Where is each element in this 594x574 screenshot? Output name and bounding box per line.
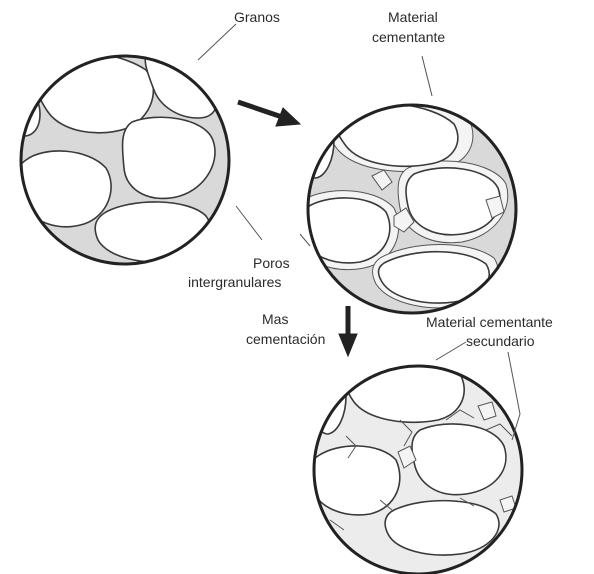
label-mas-cementacion: Mas cementación (246, 311, 325, 347)
leader-material-cementante (422, 56, 432, 96)
stage-3-grains-circle (309, 355, 522, 574)
label-granos: Granos (234, 9, 280, 25)
grain (299, 198, 390, 263)
grain (16, 151, 111, 227)
arrow-down (339, 306, 357, 356)
label-material-cementante: Material cementante (372, 9, 445, 45)
stage-1-grains-circle (12, 49, 229, 264)
grain (385, 501, 499, 555)
cement-crystal (432, 92, 448, 108)
label-poros-intergranulares: Poros intergranulares (188, 255, 293, 290)
grain (412, 424, 506, 495)
stage-2-grains-circle (291, 92, 516, 313)
leader-granos (198, 24, 236, 60)
leader-poros (236, 206, 310, 246)
label-material-secundario: Material cementante secundario (426, 314, 557, 349)
arrow-right (238, 102, 300, 126)
grain (95, 202, 210, 262)
